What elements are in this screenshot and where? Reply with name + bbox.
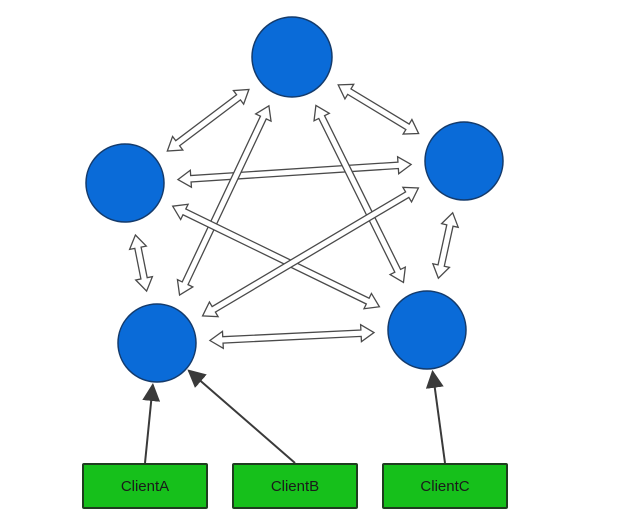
client-c-box[interactable]: ClientC [382,463,508,509]
link-arrow-upper-right-lower-right [431,211,460,280]
server-node-upper-right [424,121,504,201]
client-pointer-0 [142,383,161,464]
server-nodes [85,16,504,383]
client-b-label: ClientB [270,477,320,495]
link-arrow-top-upper-right [337,83,420,135]
link-arrow-upper-right-lower-left [201,186,420,318]
link-arrow-top-upper-left [166,88,250,152]
link-arrow-upper-left-upper-right [176,155,413,189]
link-arrow-lower-left-lower-right [208,323,376,350]
server-node-lower-right [387,290,467,370]
client-pointer-1 [187,369,296,464]
client-b-box[interactable]: ClientB [232,463,358,509]
link-arrow-upper-left-lower-right [171,203,381,310]
server-node-upper-left [85,143,165,223]
server-node-top [251,16,333,98]
server-node-lower-left [117,303,197,383]
client-a-box[interactable]: ClientA [82,463,208,509]
client-a-label: ClientA [120,477,170,495]
link-arrow-upper-left-lower-left [128,233,154,293]
link-arrow-top-lower-right [313,104,407,284]
client-pointer-2 [425,369,446,464]
peer-arrows [128,83,460,350]
client-c-label: ClientC [420,477,470,495]
link-arrow-top-lower-left [176,104,272,297]
client-pointers [142,369,446,464]
